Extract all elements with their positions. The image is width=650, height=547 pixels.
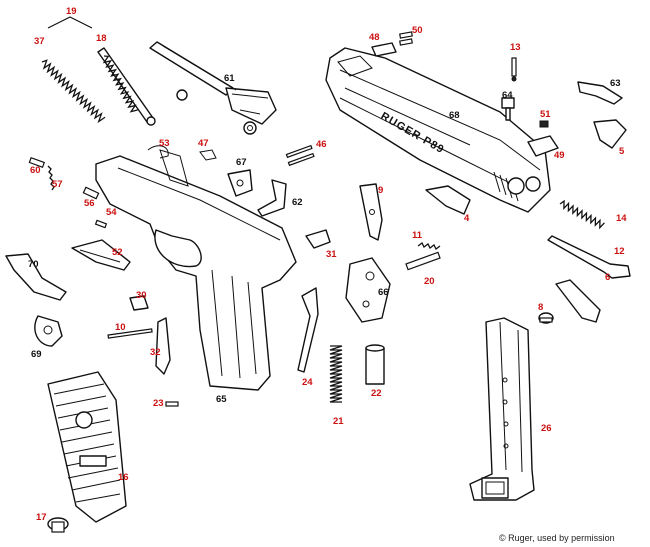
spring-47 — [199, 149, 217, 161]
pin-10 — [107, 328, 153, 339]
part-label-26: 26 — [541, 423, 552, 434]
part-label-65: 65 — [216, 394, 227, 405]
grip-panel — [47, 371, 127, 523]
part-label-5: 5 — [619, 146, 625, 157]
part-label-16: 16 — [118, 472, 129, 483]
part-label-68: 68 — [449, 110, 460, 121]
part-label-17: 17 — [36, 512, 47, 523]
part-label-8: 8 — [538, 302, 543, 313]
part-label-24: 24 — [302, 377, 313, 388]
part-label-50: 50 — [412, 25, 423, 36]
part-label-37: 37 — [34, 36, 45, 47]
spring-21 — [329, 345, 343, 403]
part-label-51: 51 — [540, 109, 551, 120]
firing-pin-spring-14 — [559, 199, 605, 230]
part-label-66: 66 — [378, 287, 389, 298]
credit-text: © Ruger, used by permission — [499, 533, 615, 543]
part-31 — [305, 229, 331, 249]
group-bracket — [47, 16, 93, 29]
part-label-49: 49 — [554, 150, 565, 161]
decocker-part — [527, 135, 559, 157]
part-label-31: 31 — [326, 249, 337, 260]
part-label-19: 19 — [66, 6, 77, 17]
spring-32 — [155, 317, 171, 375]
part-label-23: 23 — [153, 398, 164, 409]
part-label-30: 30 — [136, 290, 147, 301]
part-label-11: 11 — [412, 230, 423, 241]
part-label-4: 4 — [464, 213, 470, 224]
pin-54 — [94, 219, 108, 229]
spring-clip-53 — [147, 145, 169, 159]
sear-66 — [345, 257, 391, 323]
ejector-4 — [425, 185, 471, 215]
guide-end-cap — [146, 116, 156, 126]
slide-stop-upper — [577, 81, 623, 105]
magazine — [469, 317, 535, 501]
part-label-47: 47 — [198, 138, 209, 149]
plunger-56 — [82, 186, 100, 200]
part-label-54: 54 — [106, 207, 117, 218]
lever-24 — [297, 287, 319, 373]
part-label-56: 56 — [84, 198, 95, 209]
pin-60 — [28, 156, 46, 168]
rear-sight-screws — [399, 31, 413, 46]
part-label-53: 53 — [159, 138, 170, 149]
pin-46 — [285, 144, 315, 167]
part-62 — [257, 179, 287, 217]
part-label-13: 13 — [510, 42, 521, 53]
screw-8 — [538, 312, 554, 324]
firing-pin-12 — [547, 235, 631, 279]
magazine-latch-52 — [71, 239, 131, 271]
part-label-12: 12 — [614, 246, 625, 257]
part-label-14: 14 — [616, 213, 627, 224]
pin-23 — [165, 401, 179, 407]
part-label-46: 46 — [316, 139, 327, 150]
part-label-48: 48 — [369, 32, 380, 43]
spring-11 — [417, 242, 441, 250]
rear-sight — [371, 42, 397, 57]
part-label-9: 9 — [378, 185, 383, 196]
extractor-pin — [511, 57, 517, 82]
front-sight — [539, 120, 549, 128]
firing-pin-block — [501, 97, 515, 121]
recoil-spring-assembly — [41, 16, 156, 126]
frame — [95, 149, 297, 391]
recoil-spring-inner — [102, 55, 138, 113]
part-label-57: 57 — [52, 179, 63, 190]
part-label-64: 64 — [502, 90, 513, 101]
trigger-bar-67 — [227, 169, 253, 197]
part-label-60: 60 — [30, 165, 41, 176]
pin-20 — [405, 251, 441, 271]
lever-6 — [555, 279, 601, 323]
part-label-61: 61 — [224, 73, 235, 84]
hammer-69 — [34, 315, 63, 347]
part-label-63: 63 — [610, 78, 621, 89]
spring-57 — [47, 165, 55, 191]
part-label-21: 21 — [333, 416, 344, 427]
safety-lever — [593, 119, 627, 149]
part-label-32: 32 — [150, 347, 161, 358]
part-label-6: 6 — [605, 272, 610, 283]
part-label-69: 69 — [31, 349, 42, 360]
part-label-67: 67 — [236, 157, 247, 168]
slide: RUGER P89 — [325, 47, 551, 213]
sleeve-22 — [365, 344, 385, 385]
part-label-10: 10 — [115, 322, 126, 333]
part-label-52: 52 — [112, 247, 123, 258]
part-label-70: 70 — [28, 259, 39, 270]
recoil-spring — [41, 59, 106, 124]
part-label-20: 20 — [424, 276, 435, 287]
slide-stop-70 — [5, 253, 67, 301]
part-label-22: 22 — [371, 388, 382, 399]
grip-screw-17 — [47, 517, 69, 533]
part-label-62: 62 — [292, 197, 303, 208]
part-30 — [129, 295, 149, 311]
trigger-spring-9 — [359, 183, 383, 241]
barrel — [149, 41, 277, 135]
part-label-18: 18 — [96, 33, 107, 44]
